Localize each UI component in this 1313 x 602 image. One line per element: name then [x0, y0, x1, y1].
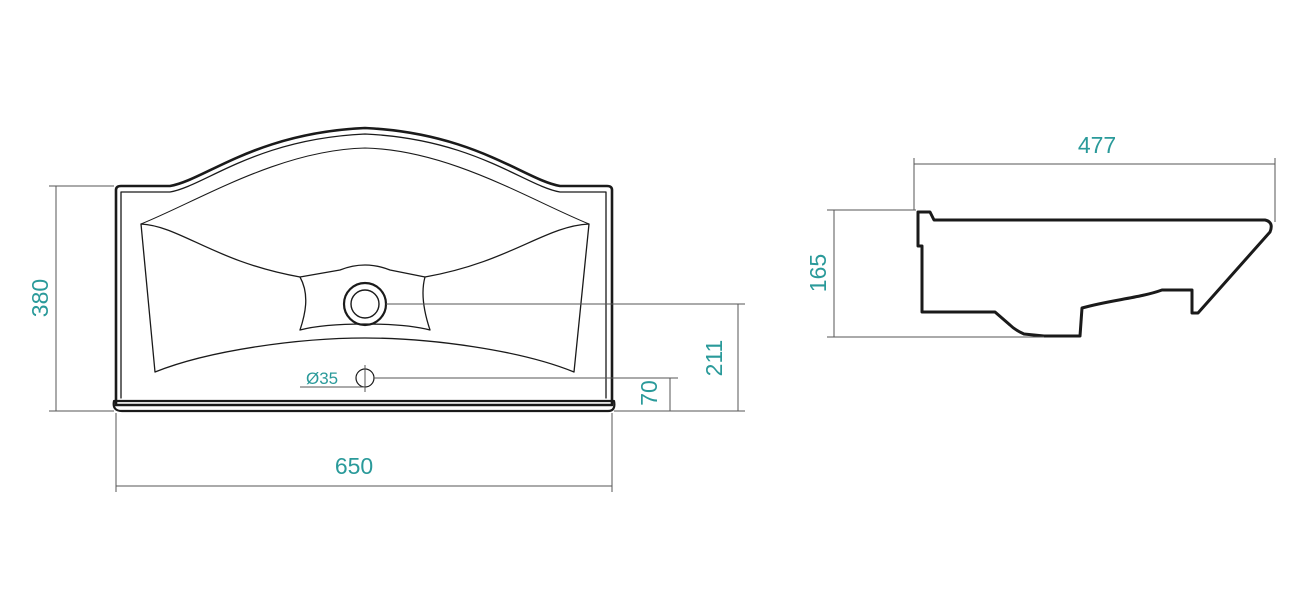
- side-depth-label: 477: [1078, 132, 1116, 158]
- side-view-dimensions: [827, 158, 1276, 338]
- drain-outer-icon: [342, 281, 388, 327]
- basin-front-lip: [112, 399, 616, 413]
- side-view-labels: 477 165: [805, 132, 1116, 292]
- width-label: 650: [335, 453, 373, 479]
- drain-inner-icon: [350, 289, 380, 319]
- basin-inner-rim: [120, 133, 607, 399]
- bowl-back-slope: [140, 147, 590, 225]
- basin-outer-outline: [114, 126, 614, 407]
- height-label: 165: [805, 254, 831, 292]
- bowl-outline: [140, 223, 590, 373]
- side-view: [916, 210, 1273, 338]
- depth-label: 380: [27, 279, 53, 317]
- basin-side-profile: [916, 210, 1273, 338]
- tap-hole-label: Ø35: [306, 369, 338, 388]
- top-view-dimensions: [49, 185, 745, 492]
- top-view: [112, 126, 616, 413]
- top-view-labels: 650 380 211 70 Ø35: [27, 279, 727, 479]
- drain-offset-label: 211: [701, 340, 727, 377]
- tap-offset-label: 70: [636, 380, 662, 406]
